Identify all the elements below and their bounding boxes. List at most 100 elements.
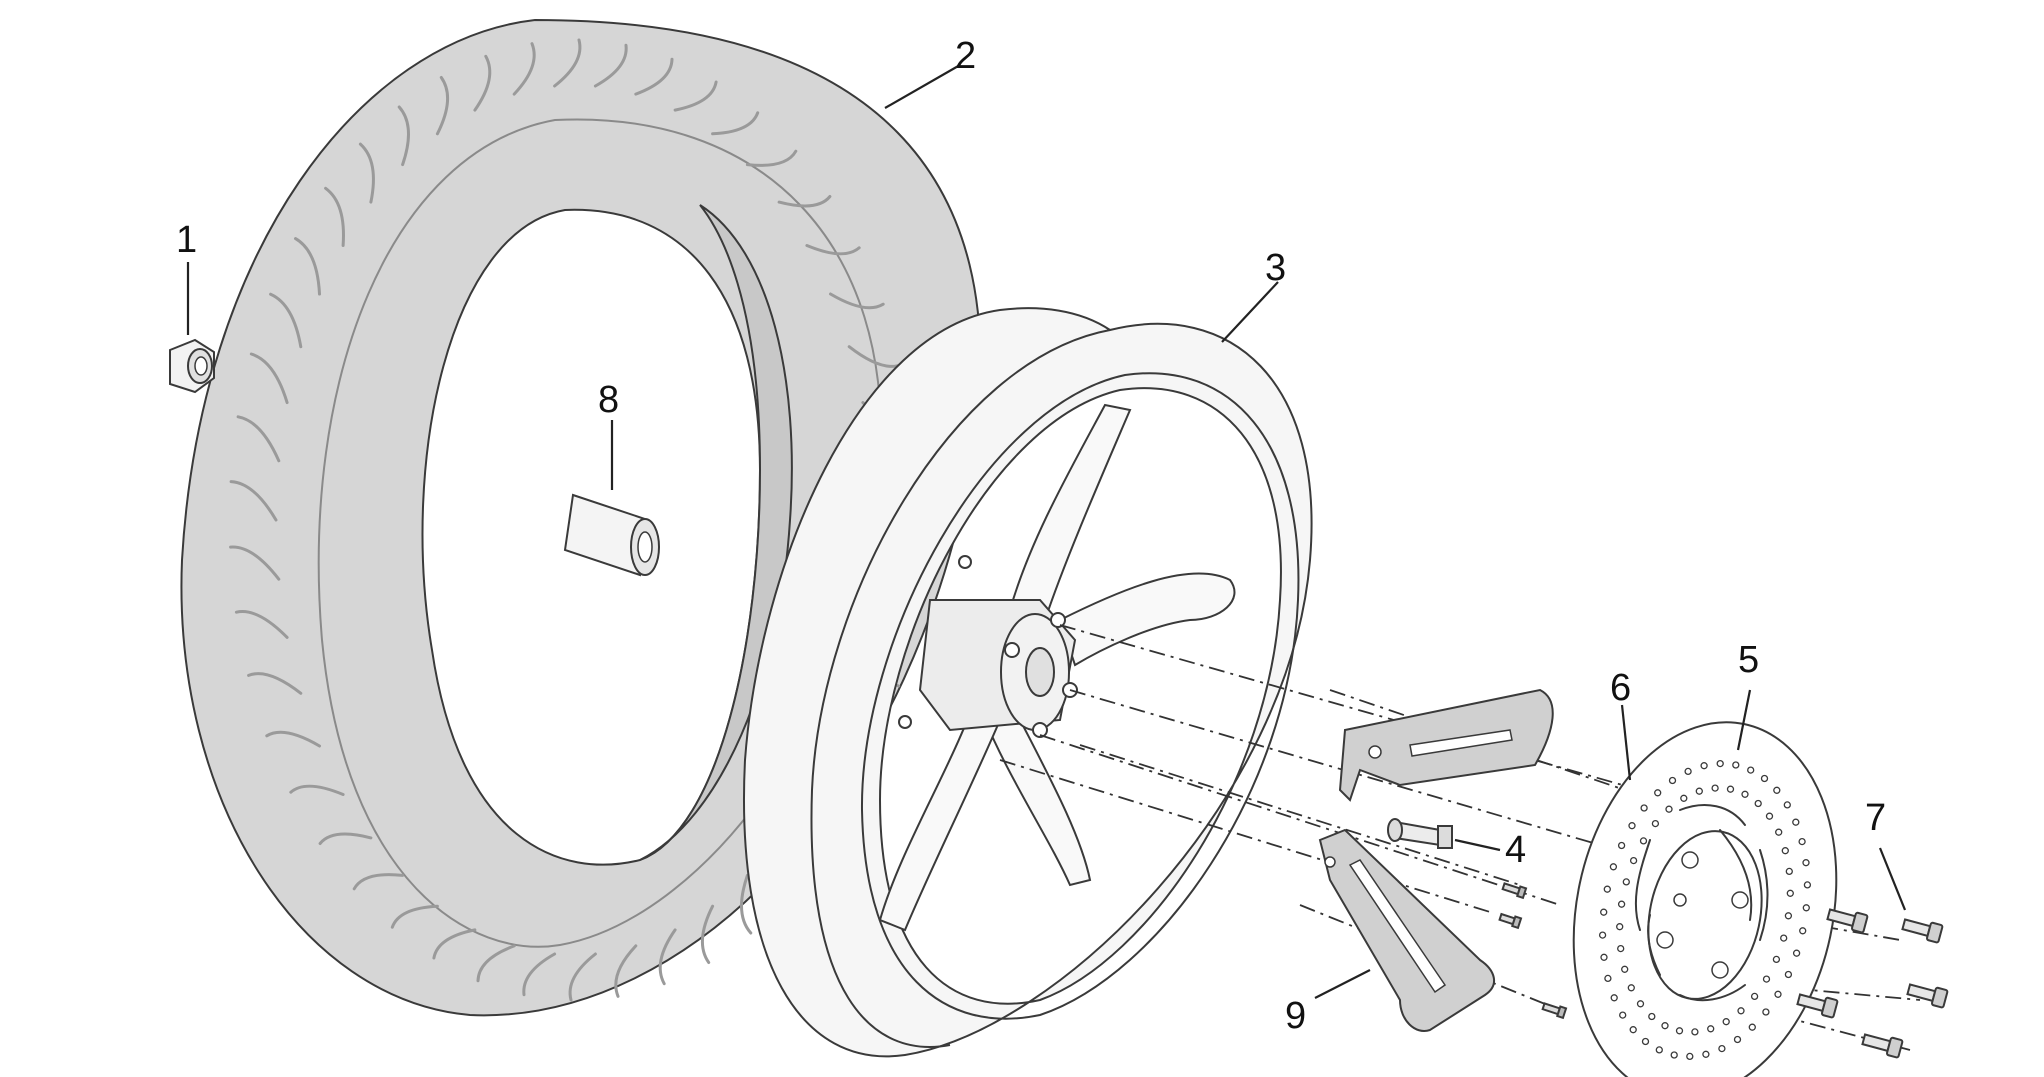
- tread-groove: [294, 237, 321, 296]
- axle-nut: [169, 338, 215, 394]
- tread-groove: [568, 952, 597, 1002]
- disc-drill-hole: [1622, 878, 1630, 886]
- disc-drill-hole: [1798, 837, 1806, 846]
- disc-drill-hole: [1702, 1050, 1710, 1058]
- disc-drill-hole: [1780, 934, 1788, 942]
- tread-groove: [553, 38, 582, 88]
- disc-drill-hole: [1786, 889, 1794, 897]
- tread-groove: [512, 42, 536, 96]
- leader-line-9: [1314, 969, 1371, 999]
- tread-groove: [397, 105, 410, 167]
- disc-drill-hole: [1722, 1018, 1730, 1026]
- hub-bore: [1025, 647, 1055, 697]
- callout-9: 9: [1285, 995, 1306, 1037]
- rim-outer: [743, 307, 1313, 1058]
- tread-groove: [318, 832, 373, 845]
- disc-drill-hole: [1747, 766, 1755, 774]
- tread-groove: [614, 944, 638, 998]
- disc-drill-hole: [1695, 787, 1703, 795]
- callout-3: 3: [1265, 247, 1286, 289]
- rim-spoke-lower: [983, 698, 1092, 887]
- disc-drill-hole: [1792, 949, 1801, 957]
- disc-drill-hole: [1783, 801, 1791, 809]
- rim-spoke-top: [1008, 403, 1132, 622]
- brake-disc-body: [1572, 721, 1838, 1077]
- disc-drill-hole: [1651, 819, 1660, 828]
- callout-6: 6: [1610, 667, 1631, 709]
- disc-drill-hole: [1661, 1022, 1669, 1030]
- disc-drill-hole: [1750, 992, 1759, 1001]
- disc-drill-hole: [1603, 885, 1611, 893]
- tread-groove: [289, 784, 345, 796]
- hub-stud: [1032, 722, 1048, 738]
- tread-groove: [673, 80, 718, 112]
- disc-drill-hole: [1802, 859, 1810, 867]
- disc-drill-hole: [1792, 818, 1800, 826]
- small-screw: [1501, 882, 1528, 900]
- hub-stud: [1050, 612, 1066, 628]
- disc-drill-hole: [1737, 1007, 1745, 1015]
- disc-drill-hole: [1627, 984, 1635, 992]
- disc-drill-hole: [1762, 975, 1771, 983]
- disc-drill-hole: [1600, 953, 1608, 961]
- disc-drill-hole: [1775, 828, 1783, 836]
- disc-drill-hole: [1604, 974, 1612, 983]
- disc-drill-hole: [1617, 841, 1626, 850]
- tread-groove: [229, 545, 281, 581]
- lower-bracket-hole: [1324, 856, 1336, 868]
- disc-drill-hole: [1641, 1037, 1650, 1046]
- disc-drill-hole: [1640, 804, 1648, 812]
- centerline: [999, 759, 1491, 913]
- wheel-rim: [743, 307, 1313, 1058]
- disc-drill-hole: [1765, 812, 1774, 820]
- leader-line-2: [884, 64, 961, 109]
- tire-valve-nut: [1437, 825, 1453, 849]
- disc-drill-hole: [1600, 908, 1608, 916]
- tread-groove: [352, 873, 405, 891]
- tread-groove: [701, 904, 715, 964]
- disc-drill-hole: [1648, 1012, 1656, 1021]
- lower-bracket: [1318, 828, 1495, 1032]
- rim-inner-lip: [860, 372, 1300, 1020]
- disc-drill-hole: [1616, 923, 1624, 931]
- disc-drill-hole: [1711, 784, 1719, 792]
- brake-disc-vanes: [1634, 804, 1769, 1002]
- brake-disc-bolt-hole: [1681, 851, 1699, 869]
- spacer-bore: [637, 531, 653, 563]
- disc-drill-hole: [1799, 927, 1807, 935]
- disc-bolts: [1796, 908, 1949, 1059]
- disc-drill-hole: [1691, 1028, 1699, 1036]
- brake-disc-holes: [1598, 759, 1812, 1061]
- disc-drill-hole: [1675, 1027, 1684, 1035]
- callout-1: 1: [176, 219, 197, 261]
- callout-7: 7: [1865, 797, 1886, 839]
- disc-drill-hole: [1726, 785, 1735, 793]
- tread-groove: [247, 672, 303, 695]
- tire-valve-cap: [1387, 818, 1403, 842]
- tread-groove: [432, 928, 477, 960]
- callout-4: 4: [1505, 829, 1526, 871]
- tread-groove: [829, 292, 885, 310]
- spacer-body: [563, 493, 650, 577]
- brake-disc-bolt-hole: [1673, 893, 1687, 907]
- disc-drill-hole: [1598, 931, 1607, 939]
- tread-groove: [777, 195, 832, 208]
- disc-drill-hole: [1668, 776, 1677, 785]
- tread-groove: [473, 54, 492, 112]
- disc-drill-hole: [1732, 761, 1740, 769]
- axle-nut-hole: [194, 356, 208, 376]
- callout-8: 8: [598, 379, 619, 421]
- disc-drill-hole: [1784, 970, 1793, 979]
- disc-bolt: [1861, 1033, 1904, 1059]
- leader-lines: [186, 64, 1907, 999]
- rim-spoke-left: [878, 698, 1002, 932]
- centerline: [1079, 744, 1521, 886]
- tread-groove: [593, 43, 628, 88]
- centerline: [1299, 904, 1561, 1011]
- disc-drill-hole: [1655, 1046, 1663, 1054]
- hub-stud: [1004, 642, 1020, 658]
- hub-stud: [958, 555, 972, 569]
- tread-groove: [229, 480, 278, 522]
- disc-drill-hole: [1748, 1023, 1756, 1031]
